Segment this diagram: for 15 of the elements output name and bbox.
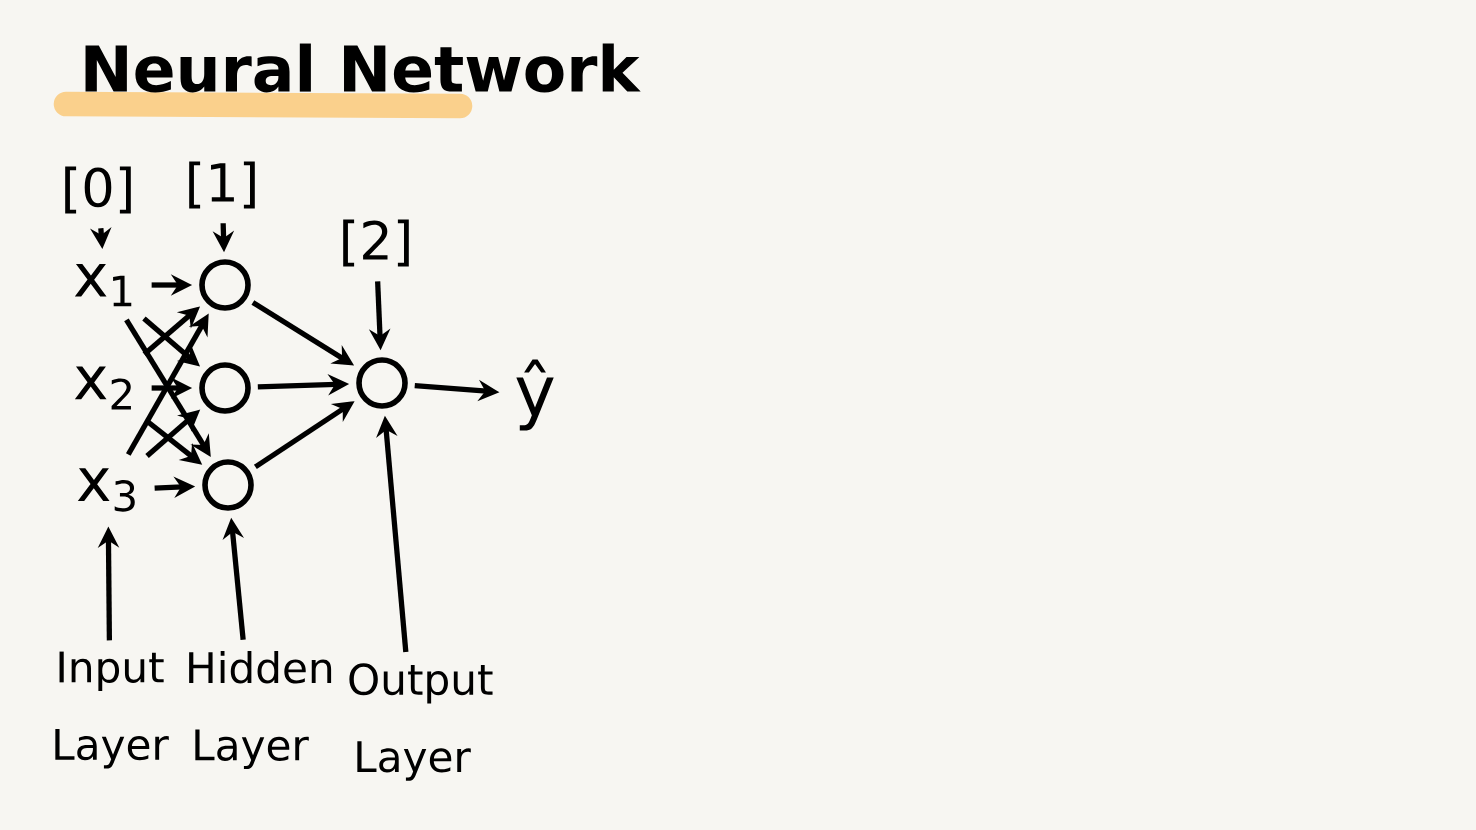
neuron-circle [202, 459, 254, 511]
layer-label: Hidden Layer [189, 650, 332, 770]
input-variable: x$_{2}$ [74, 366, 131, 410]
neuron-circle [199, 362, 251, 414]
title: Neural Network [85, 43, 641, 93]
layer-label: Output Layer [349, 663, 493, 781]
layer-index: [2] [343, 219, 409, 267]
input-variable: x$_{1}$ [74, 263, 132, 307]
neuron-circle [356, 357, 408, 409]
layer-index: [1] [189, 161, 255, 209]
layer-label: Input Layer [55, 651, 169, 769]
layer-index: [0] [65, 166, 131, 214]
output-label: ŷ [516, 359, 554, 431]
neuron-circle [199, 259, 251, 311]
input-variable: x$_{3}$ [77, 468, 135, 512]
